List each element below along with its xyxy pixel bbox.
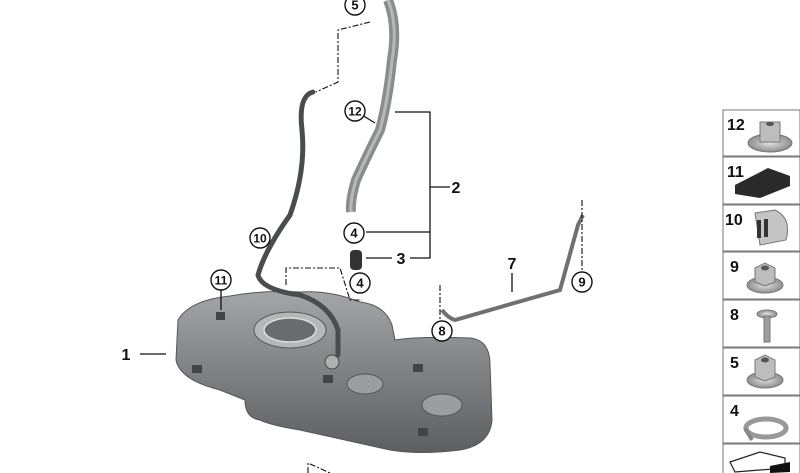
callout-10[interactable]: 10	[249, 227, 271, 249]
part-cell-5[interactable]: 5	[722, 347, 800, 396]
part-cell-4[interactable]: 4	[722, 395, 800, 444]
svg-text:8: 8	[730, 307, 739, 324]
svg-text:9: 9	[730, 259, 739, 276]
hose-clamp-icon	[743, 416, 789, 442]
svg-text:8: 8	[438, 324, 445, 339]
tension-strap[interactable]	[440, 214, 585, 323]
part-cell-8[interactable]: 8	[722, 299, 800, 348]
svg-text:4: 4	[350, 226, 358, 241]
vent-hose[interactable]	[255, 89, 341, 358]
svg-text:9: 9	[578, 275, 585, 290]
part-cell-12[interactable]: 12	[722, 109, 800, 157]
callout-4-upper[interactable]: 4	[343, 222, 365, 244]
callout-7[interactable]: 7	[508, 256, 517, 273]
callout-12[interactable]: 12	[344, 100, 366, 122]
callout-4-lower[interactable]: 4	[349, 272, 371, 294]
callout-9[interactable]: 9	[571, 271, 593, 293]
fuel-tank[interactable]	[175, 291, 493, 453]
arrow-tab-icon	[729, 451, 790, 473]
svg-text:11: 11	[727, 164, 744, 181]
svg-text:11: 11	[215, 274, 228, 288]
svg-text:10: 10	[725, 212, 743, 229]
hose-clip-icon	[754, 209, 789, 246]
callout-1[interactable]: 1	[122, 347, 131, 364]
svg-text:10: 10	[253, 232, 267, 246]
svg-text:4: 4	[356, 276, 364, 291]
part-cell-11[interactable]: 11	[722, 156, 800, 205]
svg-text:5: 5	[730, 355, 739, 372]
svg-text:5: 5	[351, 0, 358, 13]
connector-hose[interactable]	[350, 250, 362, 270]
collar-nut-icon	[746, 354, 784, 389]
bolt-icon	[756, 309, 778, 343]
part-cell-tab[interactable]	[722, 443, 800, 473]
collar-nut-icon	[746, 262, 784, 294]
parts-panel: 12 11 10 9 8 5 4	[722, 109, 800, 473]
callout-5[interactable]: 5	[344, 0, 366, 16]
part-cell-9[interactable]: 9	[722, 251, 800, 300]
svg-text:12: 12	[348, 105, 362, 119]
pad-icon	[735, 168, 790, 198]
callout-11[interactable]: 11	[210, 269, 232, 291]
callout-3[interactable]: 3	[397, 251, 406, 268]
callout-8[interactable]: 8	[431, 320, 453, 342]
callout-2[interactable]: 2	[452, 180, 461, 197]
svg-text:12: 12	[727, 117, 745, 134]
collar-nut-icon	[747, 121, 793, 153]
part-cell-10[interactable]: 10	[722, 204, 800, 252]
svg-text:4: 4	[730, 403, 739, 420]
